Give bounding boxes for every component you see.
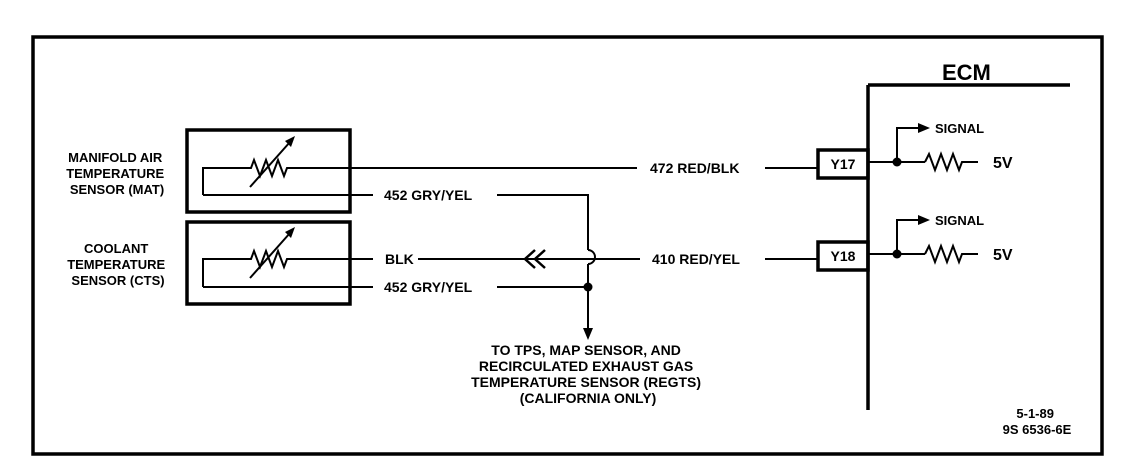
mat-sensor-loop	[202, 167, 245, 195]
y17-signal-arrow-icon	[918, 123, 930, 133]
wire-452-cts: 452 GRY/YEL	[203, 279, 593, 295]
wire-472-label: 472 RED/BLK	[650, 160, 739, 176]
mat-variable-arrow-icon	[249, 141, 291, 188]
connector-chevron-icon	[523, 249, 536, 269]
destination-note: TO TPS, MAP SENSOR, AND RECIRCULATED EXH…	[471, 342, 705, 406]
wire-410-label: 410 RED/YEL	[652, 251, 740, 267]
cts-sensor: COOLANT TEMPERATURE SENSOR (CTS)	[67, 220, 352, 306]
pin-y18: Y18 SIGNAL 5V	[816, 213, 1013, 272]
y17-voltage-label: 5V	[993, 155, 1013, 172]
connector-chevron-icon-2	[533, 249, 546, 269]
mat-resistor-icon	[245, 157, 297, 179]
y18-voltage-label: 5V	[993, 247, 1013, 264]
mat-sensor-box	[185, 128, 352, 214]
pin-y17-box	[816, 148, 870, 180]
ecm-block: ECM	[866, 60, 1070, 410]
wire-472: 472 RED/BLK	[297, 160, 818, 176]
figure-reference: 5-1-89 9S 6536-6E	[1003, 406, 1072, 437]
diagram-frame	[31, 35, 1104, 456]
cts-resistor-icon	[245, 248, 297, 270]
pin-y18-label: Y18	[831, 248, 856, 264]
y18-resistor-icon	[924, 243, 978, 265]
pin-y17: Y17 SIGNAL 5V	[816, 121, 1013, 180]
pin-y17-label: Y17	[831, 156, 856, 172]
wire-blk-label: BLK	[385, 251, 414, 267]
down-arrow-icon	[583, 328, 593, 340]
pin-y18-box	[816, 240, 870, 272]
y17-signal-label: SIGNAL	[935, 121, 984, 136]
y17-resistor-icon	[924, 151, 978, 173]
y18-signal-label: SIGNAL	[935, 213, 984, 228]
mat-arrowhead-icon	[285, 136, 295, 147]
cts-label: COOLANT TEMPERATURE SENSOR (CTS)	[67, 241, 169, 288]
cts-sensor-loop	[202, 258, 245, 287]
wire-452-cts-label: 452 GRY/YEL	[384, 279, 473, 295]
cts-variable-arrow-icon	[249, 232, 291, 279]
y18-signal-arrow-icon	[918, 215, 930, 225]
cts-sensor-box	[185, 220, 352, 306]
wire-452-mat-label: 452 GRY/YEL	[384, 187, 473, 203]
cts-arrowhead-icon	[285, 227, 295, 238]
mat-sensor: MANIFOLD AIR TEMPERATURE SENSOR (MAT)	[66, 128, 352, 214]
wire-410: BLK 410 RED/YEL	[297, 249, 818, 269]
splice-dot	[583, 282, 593, 292]
ecm-title: ECM	[942, 60, 991, 85]
wire-452-mat: 452 GRY/YEL	[203, 187, 596, 340]
mat-label: MANIFOLD AIR TEMPERATURE SENSOR (MAT)	[66, 150, 168, 197]
